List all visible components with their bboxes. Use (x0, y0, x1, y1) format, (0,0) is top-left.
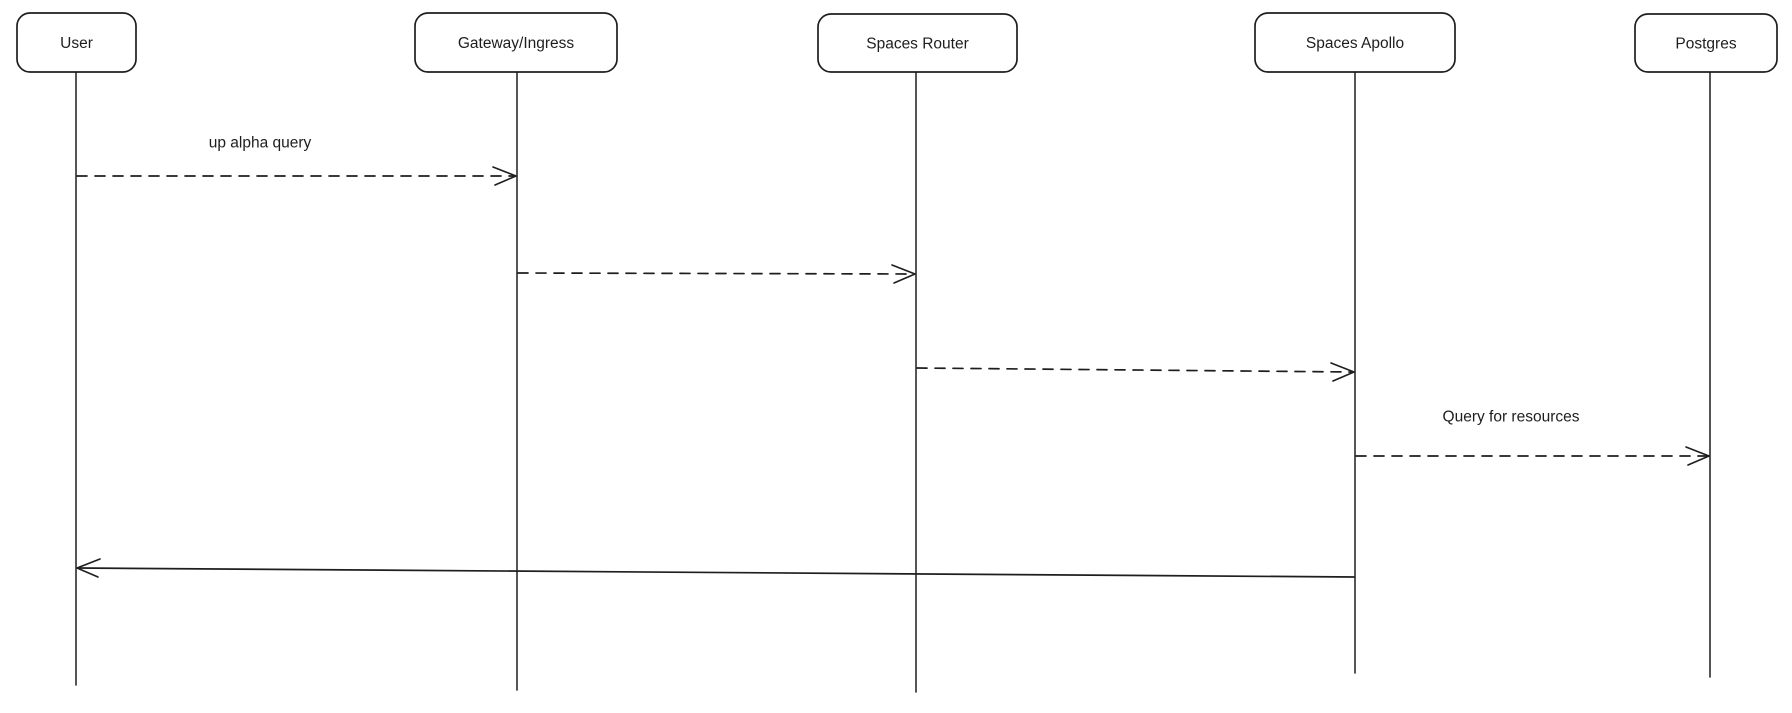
message-arrowhead (492, 166, 517, 186)
message-label[interactable]: up alpha query (209, 135, 312, 152)
actor-label-gateway-ingress: Gateway/Ingress (458, 35, 575, 52)
message-line (517, 272, 915, 275)
actor-box-user[interactable] (16, 12, 137, 73)
actor-box-spaces-router[interactable] (817, 13, 1018, 73)
actor-label-spaces-apollo: Spaces Apollo (1306, 35, 1404, 52)
actor-gateway-ingress[interactable]: Gateway/Ingress (414, 12, 618, 73)
actor-label-spaces-router: Spaces Router (866, 36, 969, 53)
message-line (916, 367, 1354, 373)
message-spaces-router-to-spaces-apollo[interactable] (916, 362, 1355, 382)
message-arrowhead (76, 558, 101, 578)
message-arrowhead (891, 264, 916, 284)
actor-user[interactable]: User (16, 12, 137, 73)
actor-box-gateway-ingress[interactable] (414, 12, 618, 73)
message-arrowhead (1685, 446, 1710, 466)
message-spaces-apollo-to-user[interactable] (76, 558, 1355, 578)
message-label[interactable]: Query for resources (1443, 409, 1580, 426)
actor-spaces-apollo[interactable]: Spaces Apollo (1254, 12, 1456, 73)
actor-box-postgres[interactable] (1634, 13, 1778, 73)
message-line (77, 567, 1355, 578)
actor-spaces-router[interactable]: Spaces Router (817, 13, 1018, 73)
message-gateway-ingress-to-spaces-router[interactable] (517, 264, 916, 284)
actor-label-user: User (60, 35, 93, 52)
message-spaces-apollo-to-postgres[interactable]: Query for resources (1355, 409, 1710, 466)
actor-postgres[interactable]: Postgres (1634, 13, 1778, 73)
message-arrowhead (1330, 362, 1355, 382)
actor-label-postgres: Postgres (1675, 36, 1736, 53)
message-user-to-gateway-ingress[interactable]: up alpha query (76, 135, 517, 186)
actor-box-spaces-apollo[interactable] (1254, 12, 1456, 73)
